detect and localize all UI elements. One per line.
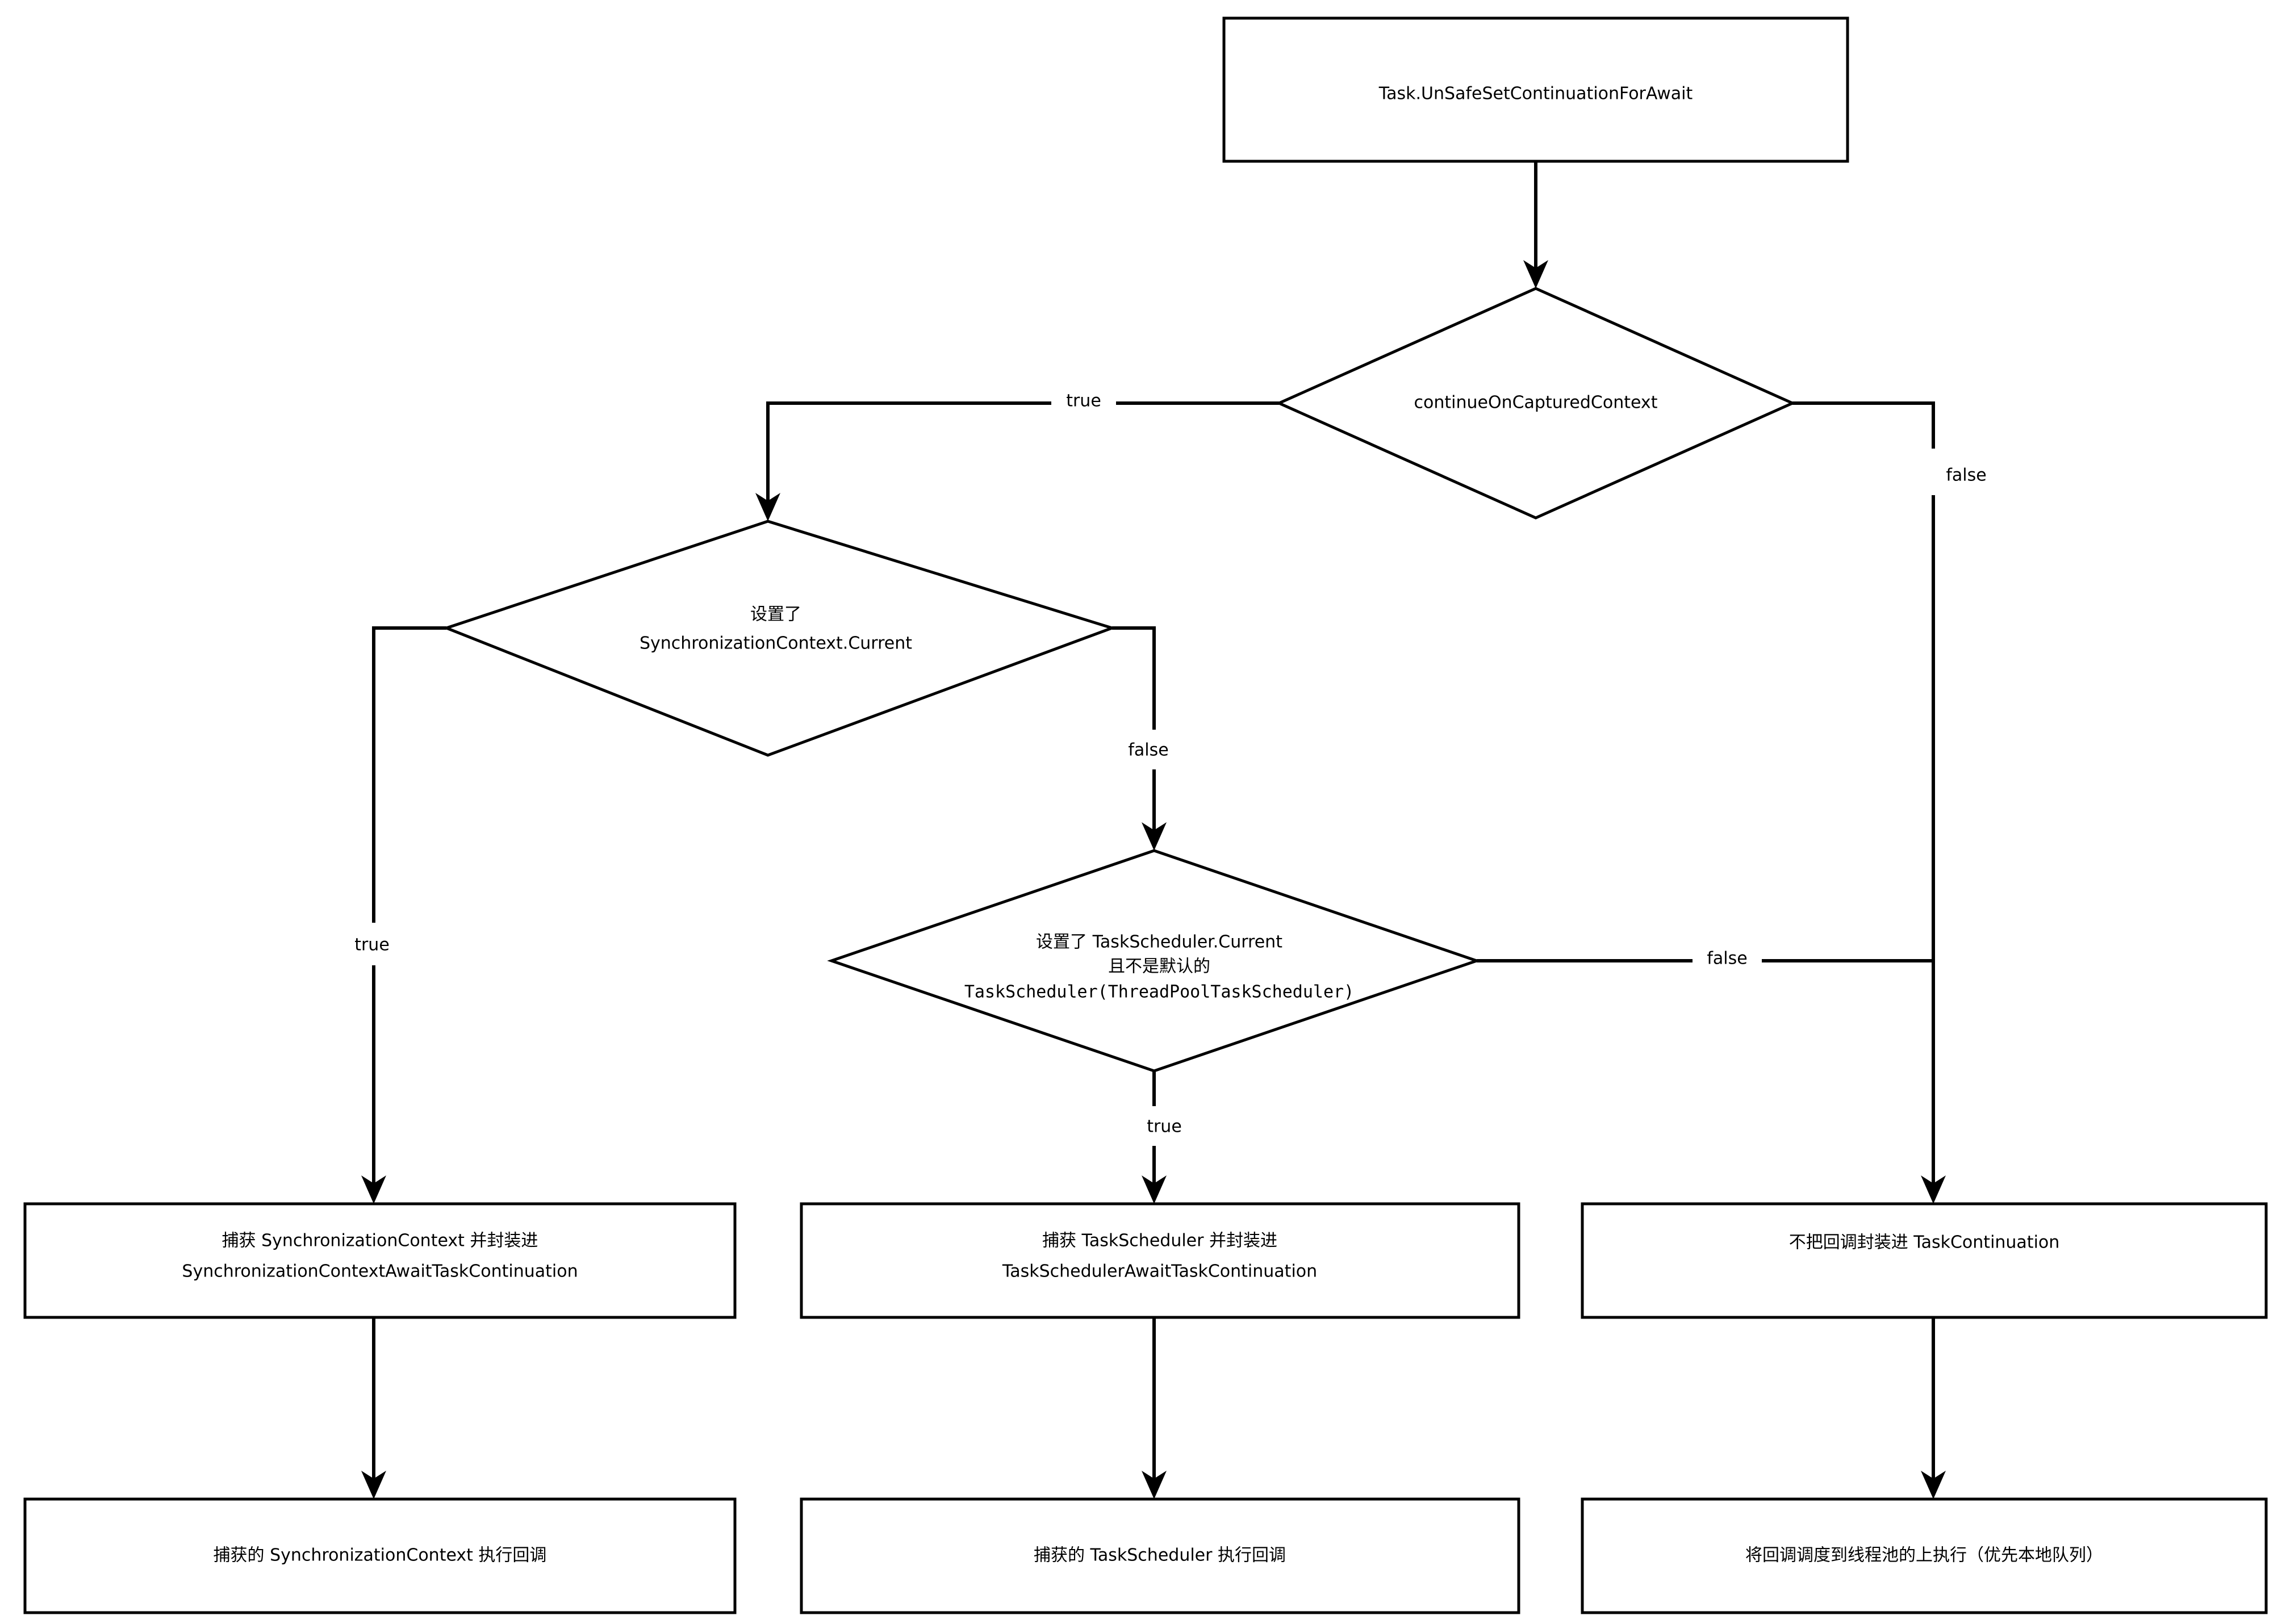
- node-ts-line-1: 且不是默认的: [1108, 957, 1210, 977]
- edge-continue-false: false: [1792, 401, 1987, 1204]
- node-result-capture-task-scheduler[interactable]: 捕获 TaskScheduler 并封装进 TaskSchedulerAwait…: [800, 1202, 1520, 1319]
- node-syncrun-line-0: 捕获的 SynchronizationContext 执行回调: [214, 1546, 547, 1566]
- node-poolrun-line-0: 将回调调度到线程池的上执行（优先本地队列）: [1745, 1546, 2103, 1566]
- node-result-no-wrap[interactable]: 不把回调封装进 TaskContinuation: [1581, 1202, 2268, 1319]
- edge-label-ts-true: true: [1147, 1117, 1182, 1137]
- edge-label-continue-true: true: [1066, 391, 1101, 411]
- node-sync-line-1: SynchronizationContext.Current: [640, 634, 912, 654]
- node-decision-synchronization-context[interactable]: 设置了 SynchronizationContext.Current: [442, 520, 1117, 757]
- node-syncwrap-line-1: SynchronizationContextAwaitTaskContinuat…: [182, 1262, 578, 1282]
- edge-label-continue-false: false: [1946, 466, 1986, 485]
- node-result-threadpool-runs-callback[interactable]: 将回调调度到线程池的上执行（优先本地队列）: [1581, 1497, 2268, 1614]
- node-result-capture-sync-context[interactable]: 捕获 SynchronizationContext 并封装进 Synchroni…: [23, 1202, 737, 1319]
- node-start[interactable]: Task.UnSafeSetContinuationForAwait: [1222, 16, 1849, 163]
- node-tswrap-line-1: TaskSchedulerAwaitTaskContinuation: [1002, 1262, 1317, 1282]
- edge-sync-true: true: [354, 626, 446, 1204]
- edge-tswrap-to-tsrun: [1142, 1317, 1167, 1499]
- node-sync-line-0: 设置了: [750, 605, 801, 625]
- edge-sync-false: false: [1112, 626, 1169, 851]
- node-tsrun-line-0: 捕获的 TaskScheduler 执行回调: [1034, 1546, 1286, 1566]
- node-result-task-scheduler-runs-callback[interactable]: 捕获的 TaskScheduler 执行回调: [800, 1497, 1520, 1614]
- edge-label-sync-false: false: [1128, 740, 1168, 760]
- node-continue-line-0: continueOnCapturedContext: [1414, 393, 1658, 413]
- edge-syncwrap-to-syncrun: [361, 1317, 386, 1499]
- edge-continue-true: true: [755, 391, 1279, 521]
- node-decision-continue-on-captured-context[interactable]: continueOnCapturedContext: [1275, 287, 1796, 520]
- node-nowrap-line-0: 不把回调封装进 TaskContinuation: [1789, 1233, 2060, 1253]
- node-ts-line-0: 设置了 TaskScheduler.Current: [1036, 932, 1282, 952]
- edge-start-to-continue: [1523, 161, 1548, 288]
- node-result-sync-context-runs-callback[interactable]: 捕获的 SynchronizationContext 执行回调: [23, 1497, 737, 1614]
- edge-label-sync-true: true: [354, 935, 390, 955]
- node-decision-task-scheduler[interactable]: 设置了 TaskScheduler.Current 且不是默认的 TaskSch…: [827, 849, 1481, 1073]
- node-start-line-0: Task.UnSafeSetContinuationForAwait: [1378, 84, 1693, 104]
- edge-ts-false: false: [1477, 949, 1933, 969]
- node-tswrap-line-0: 捕获 TaskScheduler 并封装进: [1042, 1231, 1277, 1251]
- edge-nowrap-to-poolrun: [1921, 1317, 1946, 1499]
- node-ts-line-2: TaskScheduler(ThreadPoolTaskScheduler): [964, 982, 1354, 1002]
- node-syncwrap-line-0: 捕获 SynchronizationContext 并封装进: [222, 1231, 538, 1251]
- edge-label-ts-false: false: [1707, 949, 1747, 969]
- edge-ts-true: true: [1142, 1071, 1182, 1204]
